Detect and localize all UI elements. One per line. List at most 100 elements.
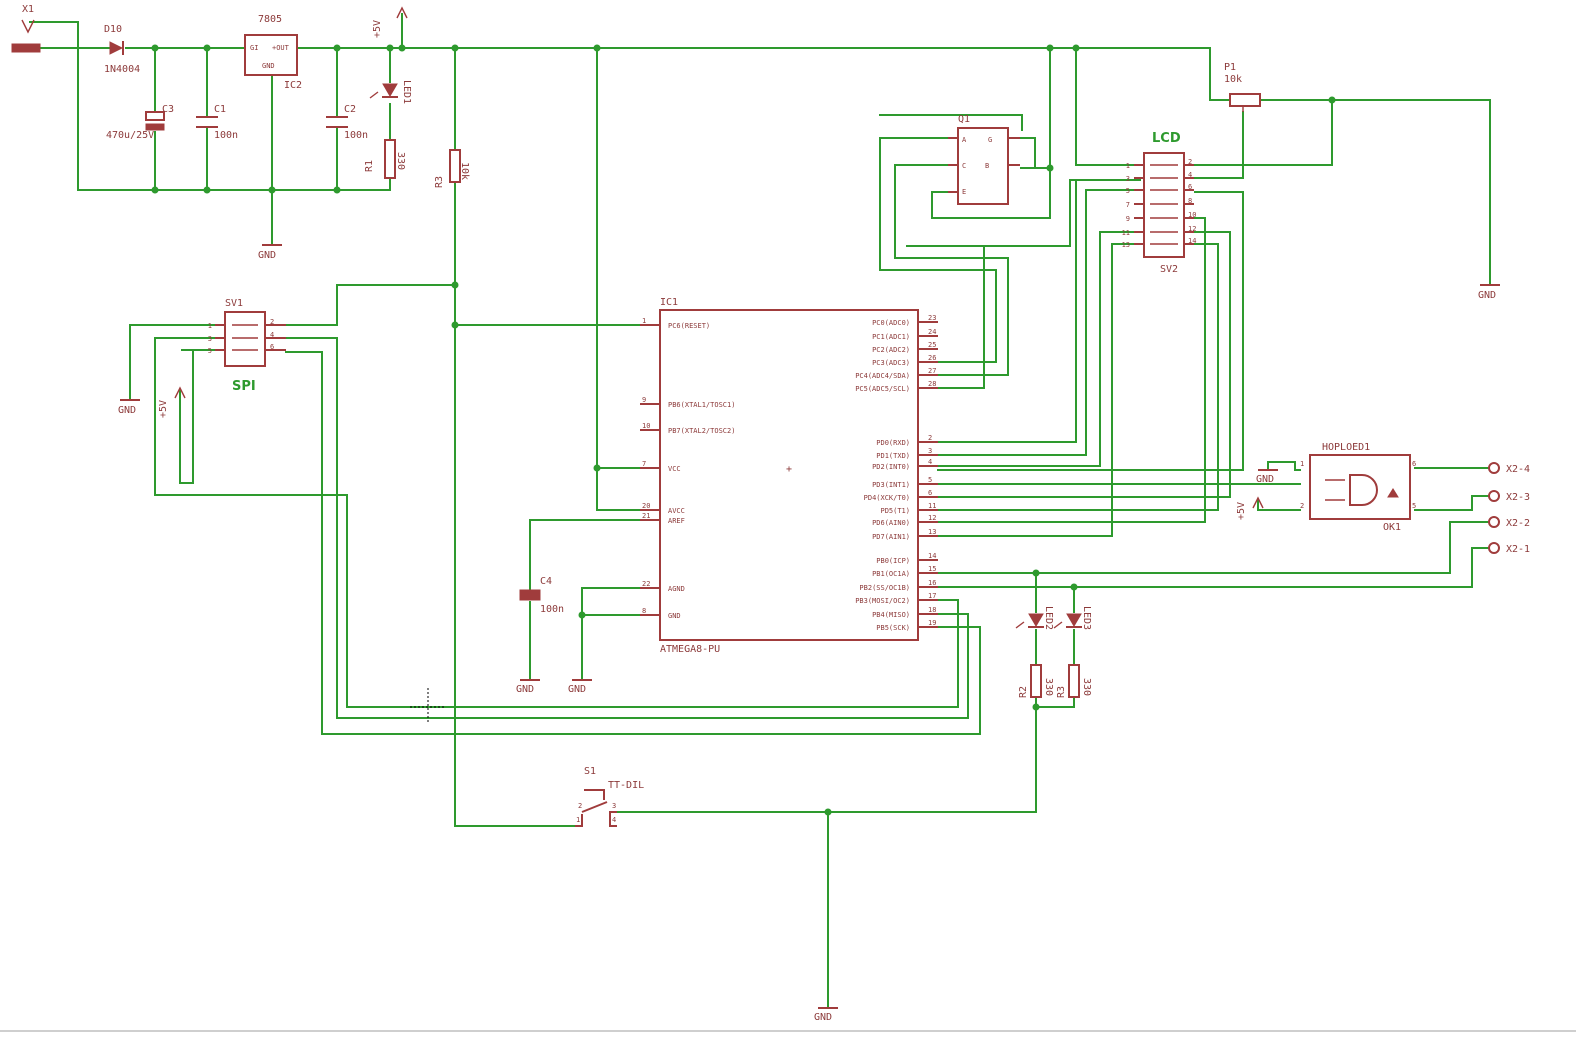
- led1[interactable]: LED1: [369, 80, 412, 104]
- vcc-arrow-icon: [396, 6, 408, 19]
- capacitor-plate-neg: [145, 123, 165, 131]
- wire[interactable]: [937, 231, 1141, 467]
- wire[interactable]: [129, 324, 216, 401]
- wire[interactable]: [1261, 99, 1491, 286]
- wire[interactable]: [596, 47, 641, 511]
- r2-resistor[interactable]: R2 330: [1018, 664, 1054, 698]
- c4-label: C4: [540, 576, 552, 587]
- gnd-symbol-opto: GND: [1256, 469, 1278, 485]
- reg-name: 7805: [258, 14, 282, 25]
- led-icon: [1066, 613, 1082, 627]
- led2[interactable]: LED2: [1015, 606, 1054, 630]
- wire[interactable]: [154, 337, 959, 708]
- wire[interactable]: [454, 181, 576, 827]
- wire[interactable]: [879, 137, 997, 363]
- wire[interactable]: [1414, 495, 1489, 511]
- ic1-label: IC1: [660, 297, 678, 308]
- d10-diode[interactable]: D10 1N4004: [104, 24, 140, 75]
- wire[interactable]: [581, 587, 641, 681]
- s1-pin: 4: [612, 816, 616, 824]
- x2-terminals[interactable]: X2-4 X2-3 X2-2 X2-1: [1488, 462, 1530, 555]
- r1-resistor[interactable]: R1 330: [364, 139, 406, 179]
- wire[interactable]: [1194, 111, 1244, 179]
- led3[interactable]: LED3: [1053, 606, 1092, 630]
- wire[interactable]: [827, 706, 1037, 813]
- gnd-symbol-agnd: GND: [568, 679, 592, 695]
- opto-diode-icon: [1387, 488, 1399, 498]
- wire[interactable]: [937, 521, 1489, 574]
- r3b-value: 330: [1081, 678, 1092, 696]
- led-icon: [1028, 613, 1044, 627]
- junction: [333, 186, 341, 194]
- lcd-pin-number: 10: [1188, 211, 1196, 219]
- ic1-microcontroller[interactable]: IC1 ATMEGA8-PU + 1PC6(RESET)9PB6(XTAL1/T…: [640, 297, 938, 655]
- lcd-pin-number: 14: [1188, 237, 1196, 245]
- q1-pin: G: [988, 136, 992, 144]
- ic1-pin-number: 14: [928, 552, 936, 560]
- wire[interactable]: [937, 231, 1231, 498]
- optocoupler[interactable]: HOPLOED1 OK1 1 2 6 5: [1300, 442, 1416, 533]
- wire[interactable]: [29, 21, 391, 191]
- wire[interactable]: [937, 243, 1141, 537]
- wire[interactable]: [937, 191, 1244, 471]
- ic1-right-pins: 23PC0(ADC0)24PC1(ADC1)25PC2(ADC2)26PC3(A…: [855, 314, 938, 632]
- gnd-label: GND: [1256, 474, 1274, 485]
- ic1-pin-name: PD4(XCK/T0): [864, 494, 910, 502]
- q1-pin: A: [962, 136, 967, 144]
- wires: [29, 13, 1491, 1009]
- lcd-pin-number: 6: [1188, 183, 1192, 191]
- vcc-label: +5V: [158, 400, 169, 418]
- c4-capacitor[interactable]: C4 100n: [519, 576, 564, 615]
- wire[interactable]: [1257, 499, 1301, 511]
- junction: [151, 44, 159, 52]
- ic1-pin-number: 24: [928, 328, 936, 336]
- wire[interactable]: [1075, 47, 1141, 166]
- ic1-pin-number: 22: [642, 580, 650, 588]
- wire[interactable]: [296, 47, 1231, 101]
- wire[interactable]: [179, 349, 216, 484]
- wire[interactable]: [894, 164, 1009, 376]
- p1-potentiometer[interactable]: P1 10k: [1224, 62, 1261, 112]
- wire[interactable]: [1194, 99, 1333, 166]
- wire[interactable]: [285, 337, 969, 719]
- switch-leg: [575, 814, 583, 827]
- r3-resistor[interactable]: R3 10k: [434, 149, 470, 188]
- regulator-7805[interactable]: 7805 GI +OUT GND IC2: [244, 14, 302, 91]
- wire[interactable]: [937, 189, 1141, 456]
- x1-connector[interactable]: X1: [11, 4, 41, 53]
- s1-switch[interactable]: S1 TT-DIL 1 2 3 4: [575, 766, 644, 827]
- wire[interactable]: [931, 137, 1051, 219]
- wire[interactable]: [1035, 696, 1075, 708]
- wire[interactable]: [285, 351, 981, 735]
- wire[interactable]: [937, 243, 1219, 511]
- ic1-pin-name: AVCC: [668, 507, 685, 515]
- q1-pin: C: [962, 162, 966, 170]
- q1-label: Q1: [958, 114, 970, 125]
- pot-body: [1229, 93, 1261, 107]
- wire[interactable]: [879, 114, 1023, 131]
- c1-capacitor[interactable]: C1 100n: [196, 104, 238, 141]
- gnd-symbol-c4: GND: [516, 679, 540, 695]
- r3b-resistor[interactable]: R3 330: [1056, 664, 1092, 698]
- lcd-pin-number: 2: [1188, 158, 1192, 166]
- wire[interactable]: [529, 519, 641, 591]
- junction: [151, 186, 159, 194]
- ic1-pin-name: PD0(RXD): [876, 439, 910, 447]
- opto-label: HOPLOED1: [1322, 442, 1370, 453]
- wire[interactable]: [1267, 461, 1301, 471]
- c3-capacitor[interactable]: C3 470u/25V: [106, 104, 174, 141]
- wire[interactable]: [937, 547, 1489, 588]
- gnd-symbol-bottom: GND: [814, 1007, 838, 1023]
- wire[interactable]: [937, 217, 1206, 523]
- q1-component[interactable]: Q1 A G C B E: [948, 114, 1020, 205]
- spi-body: [224, 311, 266, 367]
- gnd-symbol-spi: GND: [118, 399, 140, 416]
- wire[interactable]: [285, 284, 456, 326]
- c2-capacitor[interactable]: C2 100n: [326, 104, 368, 141]
- wire[interactable]: [906, 179, 1131, 389]
- wire[interactable]: [937, 179, 1141, 443]
- ic1-pin-number: 21: [642, 512, 650, 520]
- ic1-pin-name: PB5(SCK): [876, 624, 910, 632]
